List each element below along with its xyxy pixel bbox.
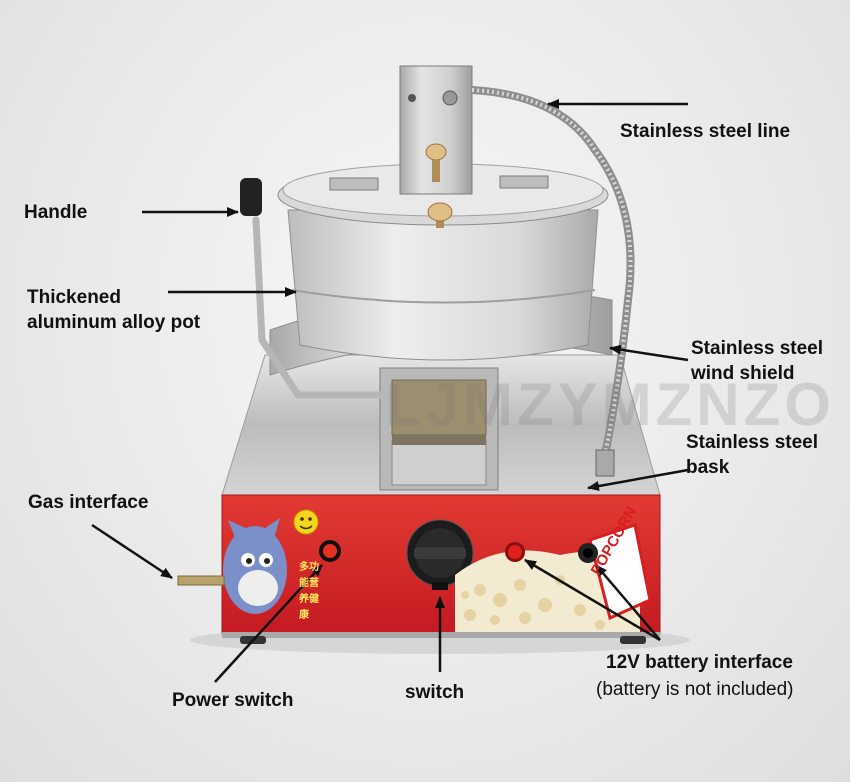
stainless-steel-line-hose [471,86,635,456]
arrow-bask [587,468,689,491]
label-bask-line2: bask [686,457,730,478]
lid-hinge-left [329,177,379,191]
arrow-battery-black [595,564,661,641]
label-handle: Handle [24,202,88,223]
lid-knob [427,202,453,228]
label-wind-shield-line1: Stainless steel [691,338,824,359]
label-bask-line1: Stainless steel [686,432,819,453]
label-gas-interface: Gas interface [28,492,149,513]
arrow-battery-red [524,558,661,642]
label-power-switch: Power switch [172,690,294,711]
battery-interface-black-socket[interactable] [578,543,598,563]
power-switch-button[interactable] [319,540,341,562]
motor-housing [399,65,473,195]
hose-fitting [595,449,615,477]
label-switch: switch [405,682,465,703]
arrow-wind-shield [609,344,689,362]
smiley-decal [293,509,319,535]
label-pot-line1: Thickened [27,287,121,308]
arrow-gas-interface [91,523,173,580]
arrow-power-switch [214,564,323,683]
pot-handle [240,178,389,399]
label-wind-shield-line2: wind shield [691,363,795,384]
panel-chinese-text: 多功能营养健康 [299,562,319,621]
foot-right [620,636,646,644]
label-pot-line2: aluminum alloy pot [27,312,201,333]
label-stainless-steel-line: Stainless steel line [620,121,791,142]
lid-hinge-right [499,175,549,189]
cartoon-cat-decal [223,518,287,614]
popcorn-decal [455,523,652,632]
label-battery-interface: 12V battery interface [606,652,793,673]
label-battery-note: (battery is not included) [596,679,794,700]
gas-interface-pipe [177,575,225,586]
gas-control-knob[interactable] [406,519,474,590]
stainless-bask [379,367,499,491]
watermark: LJMZYMZNZO [385,371,835,438]
battery-interface-red-light[interactable] [505,542,525,562]
